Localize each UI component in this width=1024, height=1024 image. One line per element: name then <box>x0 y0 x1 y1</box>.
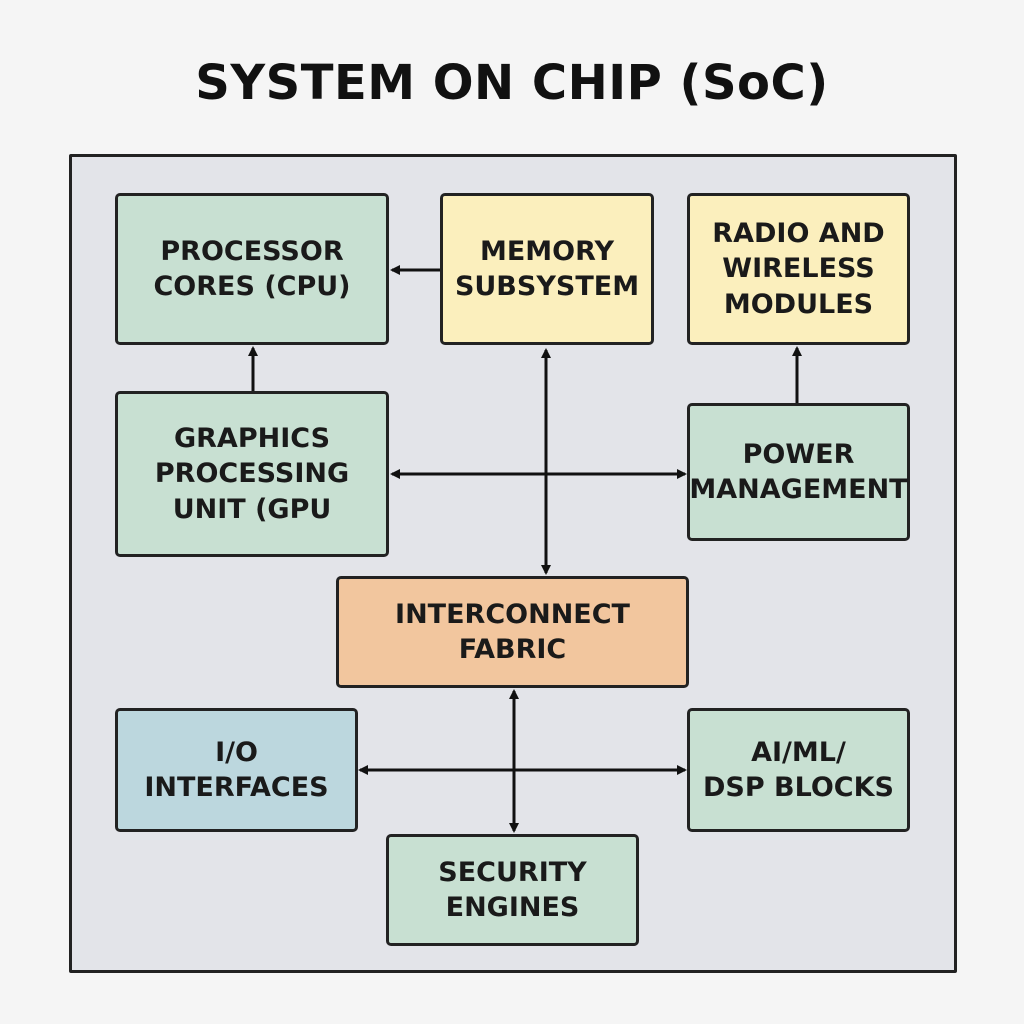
block-ai-ml-dsp: AI/ML/ DSP BLOCKS <box>687 708 910 832</box>
block-radio-wireless: RADIO AND WIRELESS MODULES <box>687 193 910 345</box>
block-processor-cores: PROCESSOR CORES (CPU) <box>115 193 389 345</box>
diagram-title: SYSTEM ON CHIP (SoC) <box>195 55 829 111</box>
block-memory-subsystem: MEMORY SUBSYSTEM <box>440 193 654 345</box>
block-security-engines: SECURITY ENGINES <box>386 834 639 946</box>
block-graphics-processing: GRAPHICS PROCESSING UNIT (GPU <box>115 391 389 557</box>
block-interconnect-fabric: INTERCONNECT FABRIC <box>336 576 689 688</box>
block-io-interfaces: I/O INTERFACES <box>115 708 358 832</box>
block-power-management: POWER MANAGEMENT <box>687 403 910 541</box>
